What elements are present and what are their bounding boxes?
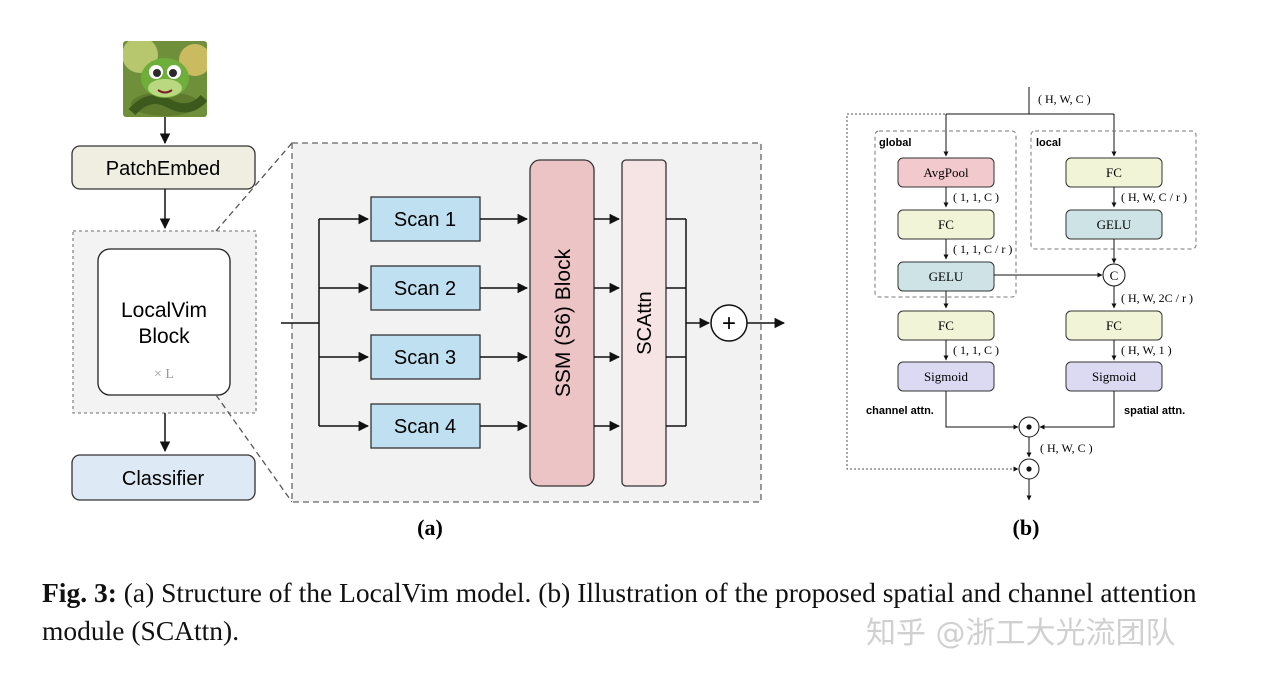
localvim-block-label-2: Block — [138, 325, 190, 348]
localvim-block-label-1: LocalVim — [121, 299, 207, 322]
caption-fig-label: Fig. 3: — [42, 577, 117, 608]
shape-channel: ( 1, 1, C ) — [953, 343, 999, 357]
sigmoid-channel-label: Sigmoid — [924, 369, 969, 384]
avgpool-label: AvgPool — [923, 165, 969, 180]
global-branch-box — [874, 130, 1017, 298]
classifier-box — [71, 454, 256, 501]
scattn-label: SCAttn — [634, 291, 656, 354]
scan-3-label: Scan 3 — [394, 347, 456, 369]
shape-fc-local: ( H, W, C / r ) — [1121, 190, 1187, 204]
panel-b-label: (b) — [1013, 515, 1040, 540]
localvim-block — [97, 248, 231, 396]
shape-concat: ( H, W, 2C / r ) — [1121, 291, 1193, 305]
concat-symbol: C — [1110, 268, 1119, 283]
watermark: 知乎 @浙工大光流团队 — [866, 616, 1176, 651]
fc-local-label: FC — [1106, 165, 1122, 180]
figure-caption: Fig. 3: (a) Structure of the LocalVim mo… — [42, 574, 1257, 650]
fc-global-label: FC — [938, 217, 954, 232]
panel-a-label: (a) — [417, 515, 443, 540]
snake-image — [123, 41, 207, 117]
sigmoid-spatial-label: Sigmoid — [1092, 369, 1137, 384]
caption-text: (a) Structure of the LocalVim model. (b)… — [42, 577, 1197, 646]
classifier-label: Classifier — [122, 468, 205, 490]
patch-embed-box — [71, 145, 256, 190]
scan-1-label: Scan 1 — [394, 209, 456, 231]
gelu-global-label: GELU — [929, 269, 964, 284]
sum-symbol: + — [722, 310, 736, 337]
input-shape: ( H, W, C ) — [1038, 92, 1091, 106]
scan-4-label: Scan 4 — [394, 416, 456, 438]
global-label: global — [879, 137, 911, 149]
spatial-attn-label: spatial attn. — [1124, 405, 1185, 417]
ssm-label: SSM (S6) Block — [552, 248, 575, 397]
fc-channel-label: FC — [938, 318, 954, 333]
scan-2-label: Scan 2 — [394, 278, 456, 300]
shape-spatial: ( H, W, 1 ) — [1121, 343, 1172, 357]
shape-out: ( H, W, C ) — [1040, 441, 1093, 455]
scan-4-box — [370, 403, 481, 449]
ssm-block — [529, 159, 595, 487]
gelu-local-label: GELU — [1097, 217, 1132, 232]
repeat-label: × L — [154, 367, 174, 382]
scattn-block — [621, 159, 667, 487]
block-detail-panel — [291, 142, 762, 503]
local-label: local — [1036, 137, 1061, 149]
shape-pool: ( 1, 1, C ) — [953, 190, 999, 204]
panel-b: ( H, W, C ) global local AvgPool ( 1, 1,… — [846, 87, 1197, 540]
fc-spatial-label: FC — [1106, 318, 1122, 333]
patch-embed-label: PatchEmbed — [106, 158, 221, 180]
channel-attn-label: channel attn. — [866, 405, 934, 417]
panel-a: PatchEmbed LocalVim Block × L Classifier… — [71, 41, 786, 540]
shape-fc-global: ( 1, 1, C / r ) — [953, 242, 1012, 256]
